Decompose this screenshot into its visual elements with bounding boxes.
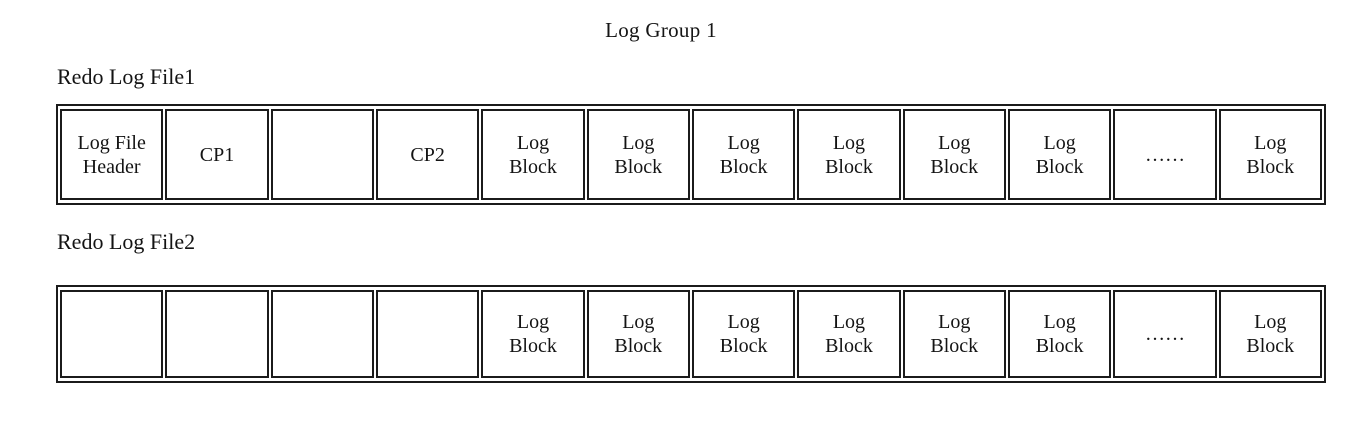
cell-text: Log <box>1254 311 1287 333</box>
cell-text: Log <box>622 131 655 154</box>
cell-text: Log <box>1043 311 1076 333</box>
cell-text: Header <box>82 155 141 178</box>
cell-cp1: CP1 <box>165 109 269 200</box>
cell-text: CP2 <box>410 143 445 166</box>
cell-text: Block <box>930 155 979 178</box>
cell-text: Block <box>614 335 663 357</box>
cell-text: Log <box>938 311 971 333</box>
cell-ellipsis: …… <box>1113 109 1217 200</box>
cell-text: Log <box>516 131 550 154</box>
cell-empty <box>165 290 269 378</box>
redo-log-file2-label: Redo Log File2 <box>57 229 196 254</box>
cell-text: Block <box>509 155 557 178</box>
cell-text: Log <box>727 311 760 333</box>
cell-text: …… <box>1144 323 1185 345</box>
redo-log-file1-label: Redo Log File1 <box>57 64 196 89</box>
cell-text: Log <box>727 131 760 154</box>
cell-text: Log <box>832 131 866 154</box>
cell-text: Log <box>622 311 655 333</box>
cell-text: Block <box>719 335 768 357</box>
cell-empty <box>60 290 164 378</box>
cell-text: Log <box>1043 131 1076 154</box>
cell-ellipsis: …… <box>1113 290 1217 378</box>
cell-text: Log <box>1254 131 1287 154</box>
cell-cp2: CP2 <box>375 109 480 200</box>
cell-empty <box>270 109 374 200</box>
cell-text: Block <box>1246 155 1295 178</box>
cell-text: Block <box>509 335 557 357</box>
cell-empty <box>375 290 480 378</box>
cell-empty <box>270 290 374 378</box>
cell-text: …… <box>1144 143 1185 166</box>
cell-text: Log File <box>77 131 146 154</box>
cell-text: Block <box>1035 155 1084 178</box>
cell-text: CP1 <box>199 143 235 166</box>
cell-text: Block <box>1035 335 1084 357</box>
cell-text: Block <box>719 155 768 178</box>
cell-text: Log <box>938 131 971 154</box>
cell-text: Block <box>930 335 979 357</box>
cell-text: Block <box>614 155 663 178</box>
cell-text: Log <box>832 311 866 333</box>
cell-text: Block <box>1246 335 1295 357</box>
cell-text: Log <box>516 311 550 333</box>
diagram-title: Log Group 1 <box>605 18 717 42</box>
cell-text: Block <box>825 155 873 178</box>
cell-text: Block <box>825 335 873 357</box>
